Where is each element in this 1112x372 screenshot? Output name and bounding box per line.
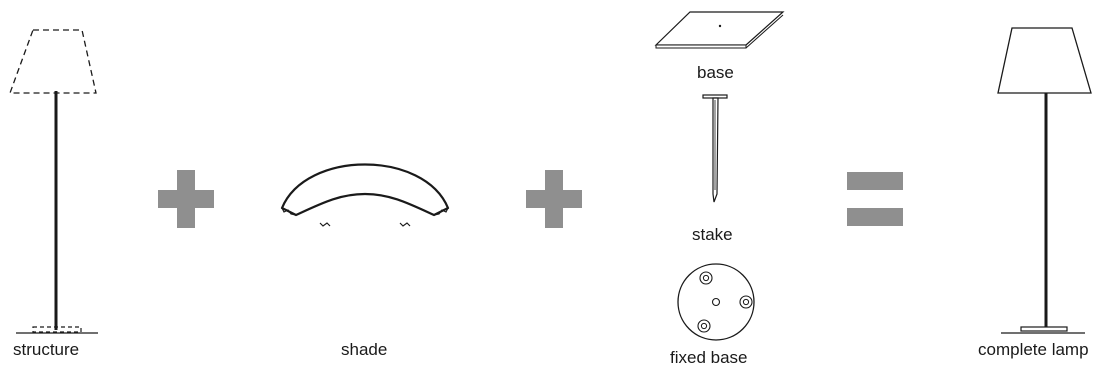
shade-label: shade (341, 340, 388, 359)
complete-lamp-label: complete lamp (978, 340, 1089, 359)
complete-lamp-base (1020, 326, 1068, 332)
shade-arc-shape (280, 163, 450, 217)
complete-lamp-shade (997, 27, 1092, 94)
structure-dashed-base (32, 326, 82, 333)
structure-dashed-shade-outline (9, 29, 97, 94)
base-label: base (697, 63, 734, 82)
shade-illustration (280, 163, 450, 227)
structure-label: structure (13, 340, 80, 359)
fixed-base-disc (677, 263, 755, 341)
base-illustration (654, 11, 785, 49)
base-center-hole (718, 24, 722, 28)
complete-lamp-illustration (997, 27, 1092, 334)
structure-illustration (9, 29, 98, 334)
plus-sign-icon (158, 170, 214, 228)
stake-spike (712, 97, 719, 203)
base-plate-edge (655, 44, 747, 49)
equals-sign-icon (847, 172, 903, 228)
stake-label: stake (692, 225, 733, 244)
fixed-base-label: fixed base (670, 348, 748, 367)
fixed-base-illustration (677, 263, 755, 341)
stake-illustration (702, 94, 728, 203)
base-plate-top (654, 11, 785, 46)
plus-sign-icon (526, 170, 582, 228)
